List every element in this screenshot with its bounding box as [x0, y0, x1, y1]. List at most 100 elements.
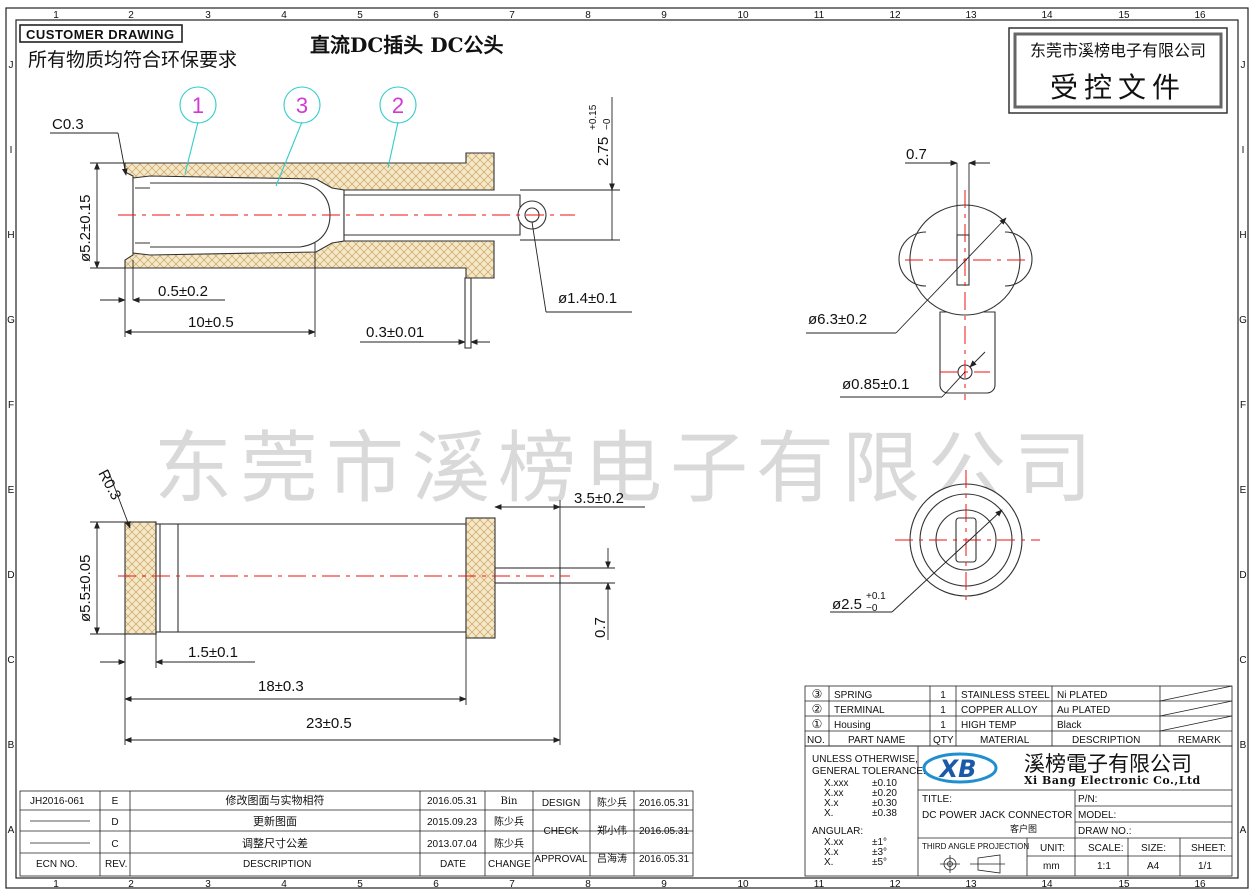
grid-col-bottom: 5	[357, 879, 363, 890]
approval-date: 2016.05.31	[639, 854, 689, 865]
unit-value: mm	[1043, 861, 1060, 872]
grid-row-right: B	[1240, 740, 1247, 751]
grid-col-top: 14	[1041, 10, 1053, 21]
rev-header-date: DATE	[440, 859, 466, 870]
grid-col-bottom: 6	[433, 879, 439, 890]
grid-row-left: E	[8, 485, 15, 496]
dim-r0-3: R0.3	[94, 467, 124, 503]
dim-23: 23±0.5	[306, 715, 352, 732]
tol-angular-label: ANGULAR:	[812, 826, 863, 837]
company-cn: 溪榜電子有限公司	[1024, 752, 1192, 776]
grid-row-left: I	[10, 145, 13, 156]
outer-border	[5, 7, 1249, 889]
bom-row-name: SPRING	[834, 690, 873, 701]
rev-row-date: 2013.07.04	[427, 839, 477, 850]
bom-row-qty: 1	[940, 705, 946, 716]
grid-labels: 1122334455667788991010111112121313141415…	[7, 10, 1247, 890]
dim-dia-2-5: ø2.5	[832, 596, 862, 613]
size-label: SIZE:	[1141, 843, 1166, 854]
side-view: R0.3 ø5.5±0.05 3.5±0.2 0.7 1.5±0.1 18±0.…	[77, 467, 645, 745]
approval-date: 2016.05.31	[639, 798, 689, 809]
grid-col-bottom: 12	[889, 879, 901, 890]
inner-border	[15, 19, 1239, 879]
bom-row-name: Housing	[834, 720, 871, 731]
grid-col-bottom: 4	[281, 879, 287, 890]
bom-row-qty: 1	[940, 690, 946, 701]
projection-label: THIRD ANGLE PROJECTION	[922, 842, 1029, 851]
grid-row-right: A	[1240, 825, 1247, 836]
approval-role: APPROVAL	[534, 854, 588, 865]
grid-col-bottom: 1	[53, 879, 59, 890]
bom-row-desc: Ni PLATED	[1057, 690, 1107, 701]
stamp-controlled: 受控文件	[1050, 71, 1186, 104]
bom-row-qty: 1	[940, 720, 946, 731]
grid-col-bottom: 13	[965, 879, 977, 890]
end-view-bottom: ø2.5 +0.1 −0	[830, 470, 1040, 614]
grid-row-right: I	[1242, 145, 1245, 156]
ang-row-key: X.x	[824, 847, 838, 858]
balloon-2	[379, 86, 417, 124]
approval-name: 郑小伟	[597, 824, 627, 837]
title-label: TITLE:	[922, 794, 952, 805]
dim-c03: C0.3	[52, 116, 84, 133]
grid-col-top: 13	[965, 10, 977, 21]
grid-col-top: 2	[128, 10, 134, 21]
bom-header-qty: QTY	[933, 735, 954, 746]
rev-row-date: 2015.09.23	[427, 817, 477, 828]
grid-row-right: H	[1239, 230, 1246, 241]
tol-row-key: X.xx	[824, 788, 843, 799]
grid-col-bottom: 16	[1194, 879, 1206, 890]
tol-row-value: ±0.20	[872, 788, 897, 799]
grid-col-bottom: 11	[814, 879, 825, 890]
customer-drawing-badge-frame	[19, 24, 183, 43]
grid-col-bottom: 14	[1041, 879, 1053, 890]
bom-row-material: HIGH TEMP	[961, 720, 1017, 731]
grid-col-top: 5	[357, 10, 363, 21]
ang-row-key: X.	[824, 857, 833, 868]
grid-row-left: F	[8, 400, 14, 411]
tol-row-value: ±0.10	[872, 778, 897, 789]
dim-0-7-side: 0.7	[592, 617, 609, 638]
bom-row-no: ①	[812, 717, 823, 731]
approval-role: DESIGN	[542, 798, 580, 809]
approval-role: CHECK	[543, 826, 578, 837]
grid-col-bottom: 10	[737, 879, 749, 890]
grid-col-top: 11	[814, 10, 825, 21]
scale-value: 1:1	[1097, 861, 1111, 872]
bom-row-no: ②	[812, 702, 823, 716]
stamp-frame	[1008, 27, 1228, 114]
rev-row-by: Bin	[501, 796, 519, 807]
balloon-2-label: 2	[392, 93, 404, 118]
dim-dia-2-5-tol-up: +0.1	[866, 591, 886, 602]
bom-row-material: COPPER ALLOY	[961, 705, 1038, 716]
grid-row-left: D	[7, 570, 14, 581]
ang-row-value: ±5°	[872, 857, 887, 868]
rev-row-rev: E	[112, 796, 119, 807]
company-en: Xi Bang Electronic Co.,Ltd	[1024, 774, 1201, 787]
grid-col-bottom: 2	[128, 879, 134, 890]
dim-3-5: 3.5±0.2	[574, 490, 624, 507]
pn-label: P/N:	[1078, 794, 1097, 805]
grid-row-left: C	[7, 655, 14, 666]
tol-title1: UNLESS OTHERWISE,	[812, 754, 918, 765]
dim-2-75-tol-up: +0.15	[588, 104, 599, 130]
dim-18: 18±0.3	[258, 678, 304, 695]
model-label: MODEL:	[1078, 810, 1116, 821]
grid-col-top: 8	[585, 10, 591, 21]
rev-header-change: CHANGE	[488, 859, 531, 870]
dim-dia-5-2: ø5.2±0.15	[77, 195, 94, 262]
ang-row-value: ±1°	[872, 837, 887, 848]
rev-header-rev: REV.	[105, 859, 127, 870]
bom-row-name: TERMINAL	[834, 705, 885, 716]
grid-col-top: 16	[1194, 10, 1206, 21]
balloon-3-label: 3	[296, 93, 308, 118]
dim-2-75: 2.75	[595, 137, 612, 166]
dim-2-75-tol-low: −0	[602, 118, 613, 130]
grid-row-right: D	[1239, 570, 1246, 581]
tol-row-key: X.x	[824, 798, 838, 809]
tol-row-value: ±0.30	[872, 798, 897, 809]
unit-label: UNIT:	[1040, 843, 1065, 854]
